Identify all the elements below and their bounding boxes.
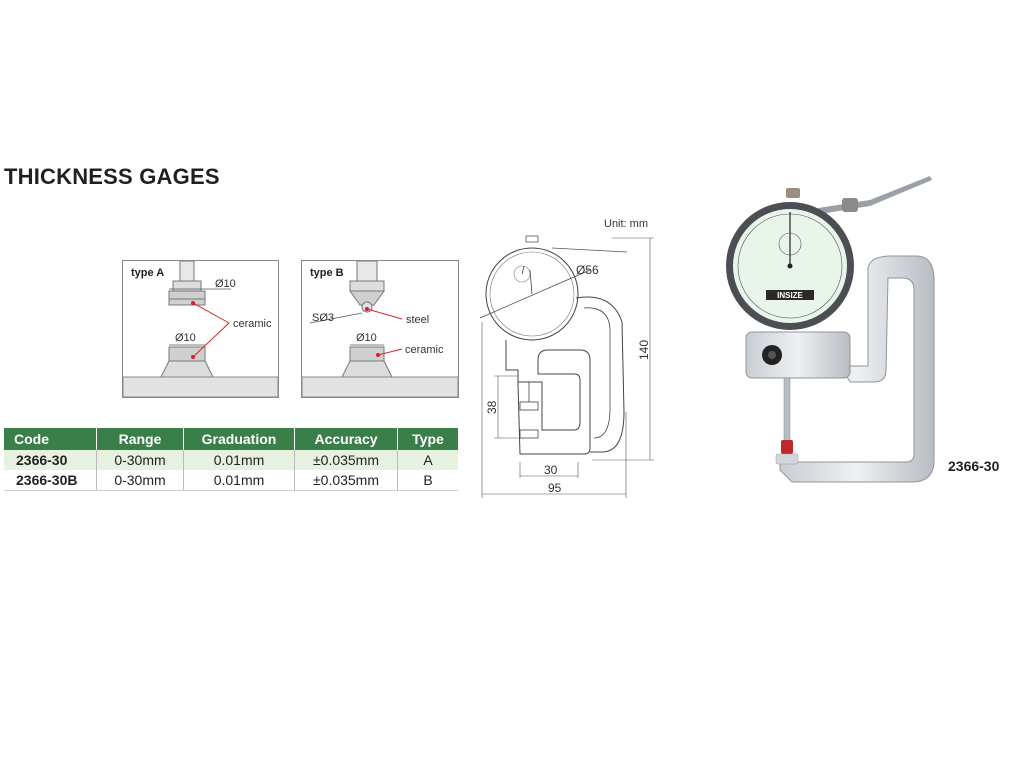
header-graduation: Graduation bbox=[183, 428, 295, 450]
type-b-anvil-material: ceramic bbox=[405, 344, 444, 356]
brand-logo: INSIZE bbox=[777, 291, 803, 300]
cell-code: 2366-30 bbox=[4, 450, 97, 470]
cell-code: 2366-30B bbox=[4, 470, 97, 491]
cell-graduation: 0.01mm bbox=[183, 470, 295, 491]
cell-range: 0-30mm bbox=[96, 470, 184, 491]
table-row: 2366-30B 0-30mm 0.01mm ±0.035mm B bbox=[4, 470, 458, 491]
type-a-detail: type A Ø10 Ø10 ceramic bbox=[122, 260, 279, 398]
cell-type: B bbox=[397, 470, 458, 491]
type-b-detail: type B SØ3 steel Ø10 ceramic bbox=[301, 260, 459, 398]
cell-accuracy: ±0.035mm bbox=[294, 450, 398, 470]
type-b-label: type B bbox=[310, 267, 344, 279]
header-accuracy: Accuracy bbox=[294, 428, 398, 450]
dimension-drawing: Unit: mm Ø56 38 140 30 95 bbox=[479, 218, 654, 498]
unit-label: Unit: mm bbox=[604, 218, 648, 230]
type-a-material: ceramic bbox=[233, 318, 272, 330]
type-a-label: type A bbox=[131, 267, 164, 279]
header-range: Range bbox=[96, 428, 184, 450]
cell-graduation: 0.01mm bbox=[183, 450, 295, 470]
cell-range: 0-30mm bbox=[96, 450, 184, 470]
cell-accuracy: ±0.035mm bbox=[294, 470, 398, 491]
type-b-tip-dim: SØ3 bbox=[312, 312, 334, 324]
height-dim: 140 bbox=[637, 340, 651, 360]
depth-dim: 38 bbox=[485, 400, 499, 414]
type-b-bottom-dim: Ø10 bbox=[356, 332, 377, 344]
header-type: Type bbox=[397, 428, 458, 450]
spec-table: Code Range Graduation Accuracy Type 2366… bbox=[4, 428, 458, 491]
header-code: Code bbox=[4, 428, 97, 450]
cell-type: A bbox=[397, 450, 458, 470]
table-header-row: Code Range Graduation Accuracy Type bbox=[4, 428, 458, 450]
page-title: THICKNESS GAGES bbox=[4, 164, 220, 189]
throat-dim: 30 bbox=[544, 463, 558, 477]
type-a-top-dim: Ø10 bbox=[215, 278, 236, 290]
type-b-tip-material: steel bbox=[406, 314, 429, 326]
dial-dim: Ø56 bbox=[576, 263, 599, 277]
type-b-drawing: type B SØ3 steel Ø10 ceramic bbox=[301, 260, 459, 398]
width-dim: 95 bbox=[548, 481, 562, 495]
product-caption: 2366-30 bbox=[948, 458, 1000, 474]
product-illustration: INSIZE bbox=[726, 176, 935, 483]
table-row: 2366-30 0-30mm 0.01mm ±0.035mm A bbox=[4, 450, 458, 470]
type-a-bottom-dim: Ø10 bbox=[175, 332, 196, 344]
type-a-drawing: type A Ø10 Ø10 ceramic bbox=[122, 260, 279, 398]
